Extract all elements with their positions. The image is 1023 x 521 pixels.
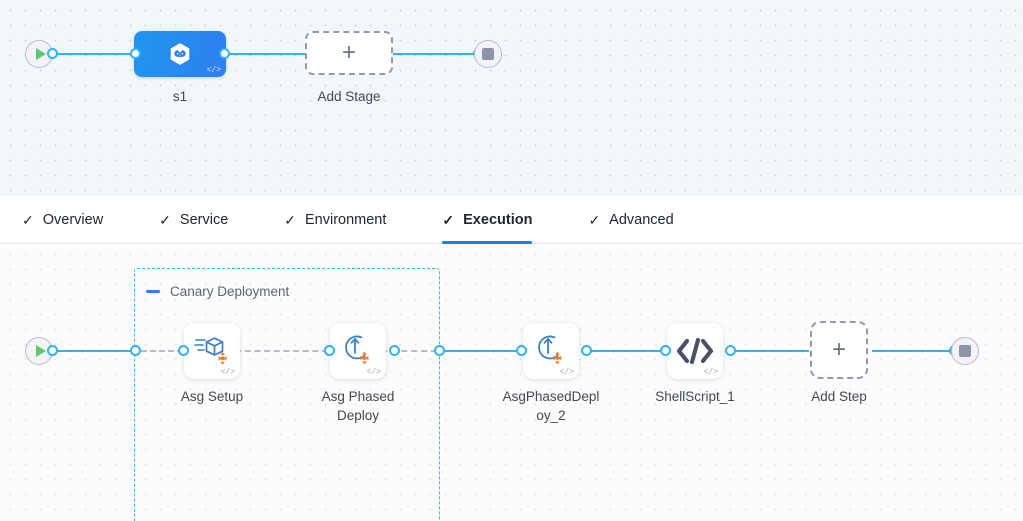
check-icon: ✓	[159, 211, 171, 228]
stage-config-tabs[interactable]: ✓ Overview ✓ Service ✓ Environment ✓ Exe…	[0, 196, 1023, 244]
tab-overview[interactable]: ✓ Overview	[22, 196, 103, 244]
add-step-button[interactable]: +	[810, 321, 868, 379]
step-node-asg-setup[interactable]: </> Asg Setup	[181, 323, 243, 404]
add-step-node[interactable]: + Add Step	[810, 321, 868, 404]
exec-end-node[interactable]	[951, 337, 979, 365]
step-label: Asg Phased Deploy	[321, 389, 395, 423]
exec-start-port[interactable]	[47, 345, 58, 356]
link-start-to-stage	[50, 53, 136, 55]
check-icon: ✓	[442, 211, 455, 228]
check-icon: ✓	[588, 211, 601, 228]
step-out-port-asg-phased-deploy[interactable]	[389, 345, 400, 356]
step-in-port-asgphaseddeploy-2[interactable]	[516, 345, 527, 356]
tab-label: Service	[179, 211, 229, 228]
step-out-port-shellscript-1[interactable]	[725, 345, 736, 356]
step-group-title: Canary Deployment	[170, 284, 290, 299]
harness-hexagon-icon	[170, 43, 190, 65]
tab-service[interactable]: ✓ Service	[159, 196, 228, 244]
stop-icon	[959, 345, 971, 357]
step-code-tag: </>	[559, 368, 574, 377]
link-group-to-asg-setup	[141, 350, 183, 352]
step-node-body[interactable]: </>	[330, 323, 386, 379]
tab-label: Execution	[463, 211, 533, 228]
stage-in-port[interactable]	[130, 48, 141, 59]
stage-canvas[interactable]: </> s1 + Add Stage	[0, 0, 1023, 196]
step-group-canary-deployment[interactable]	[134, 268, 440, 521]
step-label: AsgPhasedDeploy_2	[502, 389, 600, 423]
stage-end-node[interactable]	[474, 40, 502, 68]
step-group-header[interactable]: Canary Deployment	[146, 284, 289, 299]
step-out-port-asgphaseddeploy-2[interactable]	[581, 345, 592, 356]
stage-node-s1[interactable]: </> s1	[134, 31, 226, 104]
step-node-shellscript-1[interactable]: </> ShellScript_1	[655, 323, 735, 404]
add-stage-node[interactable]: + Add Stage	[305, 31, 393, 104]
step-code-tag: </>	[366, 368, 381, 377]
minus-icon[interactable]	[146, 290, 160, 293]
step-in-port-asg-phased-deploy[interactable]	[324, 345, 335, 356]
step-node-asg-phased-deploy[interactable]: </> Asg Phased Deploy	[322, 323, 394, 423]
link-add-stage-to-end	[392, 53, 480, 55]
link-stage-to-add-stage	[222, 53, 306, 55]
execution-canvas[interactable]: Canary Deployment	[0, 244, 1023, 521]
tab-label: Overview	[42, 211, 104, 228]
stage-out-port[interactable]	[219, 48, 230, 59]
tab-advanced[interactable]: ✓ Advanced	[588, 196, 673, 244]
step-in-port-asg-setup[interactable]	[178, 345, 189, 356]
stage-start-port[interactable]	[47, 48, 58, 59]
stage-node-body[interactable]: </>	[134, 31, 226, 77]
check-icon: ✓	[22, 211, 34, 228]
tab-environment[interactable]: ✓ Environment	[284, 196, 386, 244]
tab-execution[interactable]: ✓ Execution	[442, 196, 533, 244]
step-node-body[interactable]: </>	[667, 323, 723, 379]
group-in-port[interactable]	[130, 345, 141, 356]
play-icon	[35, 48, 46, 60]
add-stage-label: Add Stage	[317, 89, 381, 104]
link-add-step-to-end	[872, 350, 956, 352]
tab-label: Environment	[305, 211, 387, 228]
step-node-body[interactable]: </>	[184, 323, 240, 379]
link-asg-setup-to-phased	[187, 350, 328, 352]
step-code-tag: </>	[220, 368, 235, 377]
step-node-asgphaseddeploy-2[interactable]: </> AsgPhasedDeploy_2	[503, 323, 599, 423]
stage-code-tag: </>	[206, 66, 221, 75]
asg-setup-icon	[194, 337, 227, 365]
step-label: ShellScript_1	[655, 389, 735, 404]
check-icon: ✓	[284, 211, 296, 228]
add-stage-button[interactable]: +	[305, 31, 393, 75]
link-group-out-to-deploy2	[440, 350, 520, 352]
play-icon	[35, 345, 46, 357]
asg-phased-deploy-icon	[538, 335, 562, 365]
plus-icon: +	[831, 336, 846, 363]
step-node-body[interactable]: </>	[523, 323, 579, 379]
plus-icon: +	[341, 39, 356, 66]
step-code-tag: </>	[703, 368, 718, 377]
link-exec-start-to-group	[50, 350, 138, 352]
step-in-port-shellscript-1[interactable]	[660, 345, 671, 356]
add-step-label: Add Step	[811, 389, 867, 404]
tab-label: Advanced	[609, 211, 674, 228]
link-deploy2-to-shellscript	[585, 350, 665, 352]
step-label: Asg Setup	[180, 389, 244, 404]
link-shellscript-to-add-step	[729, 350, 809, 352]
asg-phased-deploy-icon	[345, 335, 369, 365]
stop-icon	[482, 48, 494, 60]
stage-label: s1	[172, 89, 188, 104]
group-out-port[interactable]	[434, 345, 445, 356]
shell-script-icon	[676, 337, 714, 365]
